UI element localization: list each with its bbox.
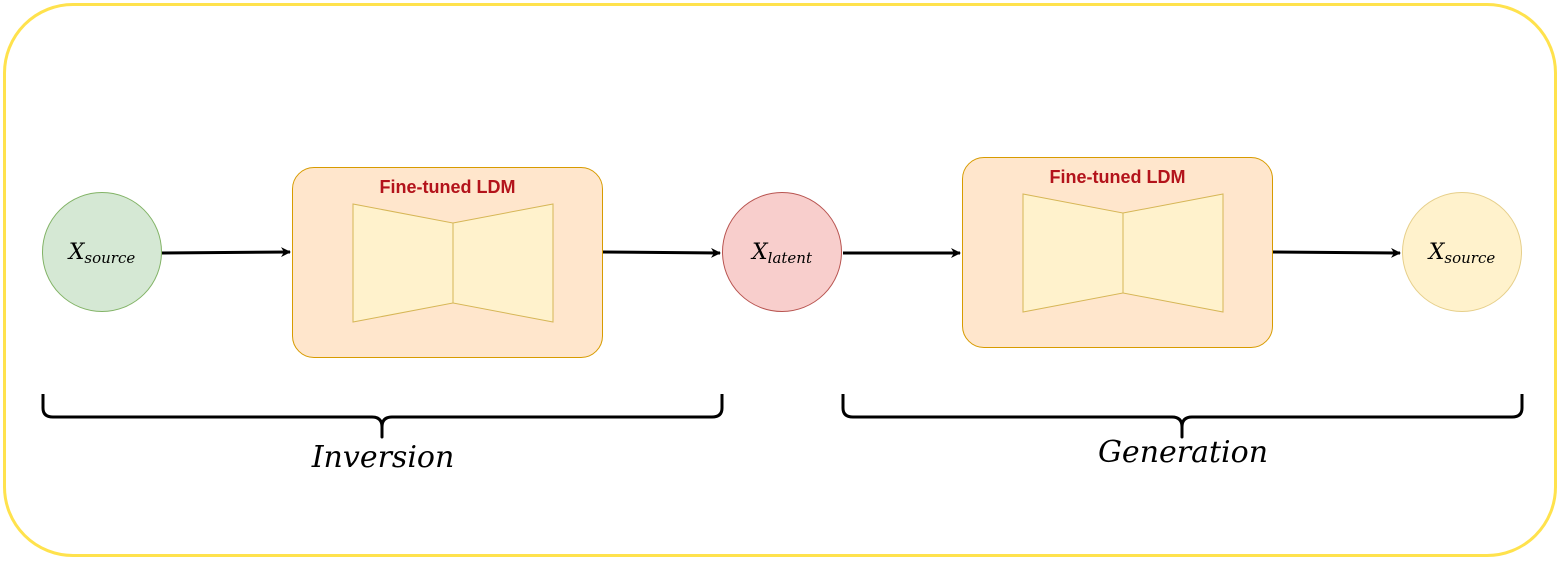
brace-inversion (41, 394, 724, 439)
latent-node-base: X (751, 239, 768, 265)
source-node-base: X (68, 239, 85, 265)
source-node-sub: source (84, 249, 136, 267)
output-node-sub: source (1444, 249, 1496, 267)
ldm-block-inversion: Fine-tuned LDM (292, 167, 603, 358)
ldm-title-generation: Fine-tuned LDM (1049, 167, 1186, 187)
unet-icon (352, 203, 554, 323)
brace-generation (841, 394, 1524, 439)
unet-icon (1022, 193, 1224, 313)
stage-label-generation: Generation (1097, 435, 1269, 470)
latent-node-sub: latent (767, 249, 812, 267)
arrow-ldm-to-latent (602, 247, 721, 258)
diagram-frame (3, 3, 1557, 557)
output-node-base: X (1428, 239, 1445, 265)
stage-label-inversion: Inversion (311, 440, 455, 475)
ldm-title-inversion: Fine-tuned LDM (379, 177, 516, 197)
ldm-block-generation: Fine-tuned LDM (962, 157, 1273, 348)
arrow-ldm-to-output (1272, 247, 1401, 258)
arrow-source-to-ldm (161, 247, 291, 258)
